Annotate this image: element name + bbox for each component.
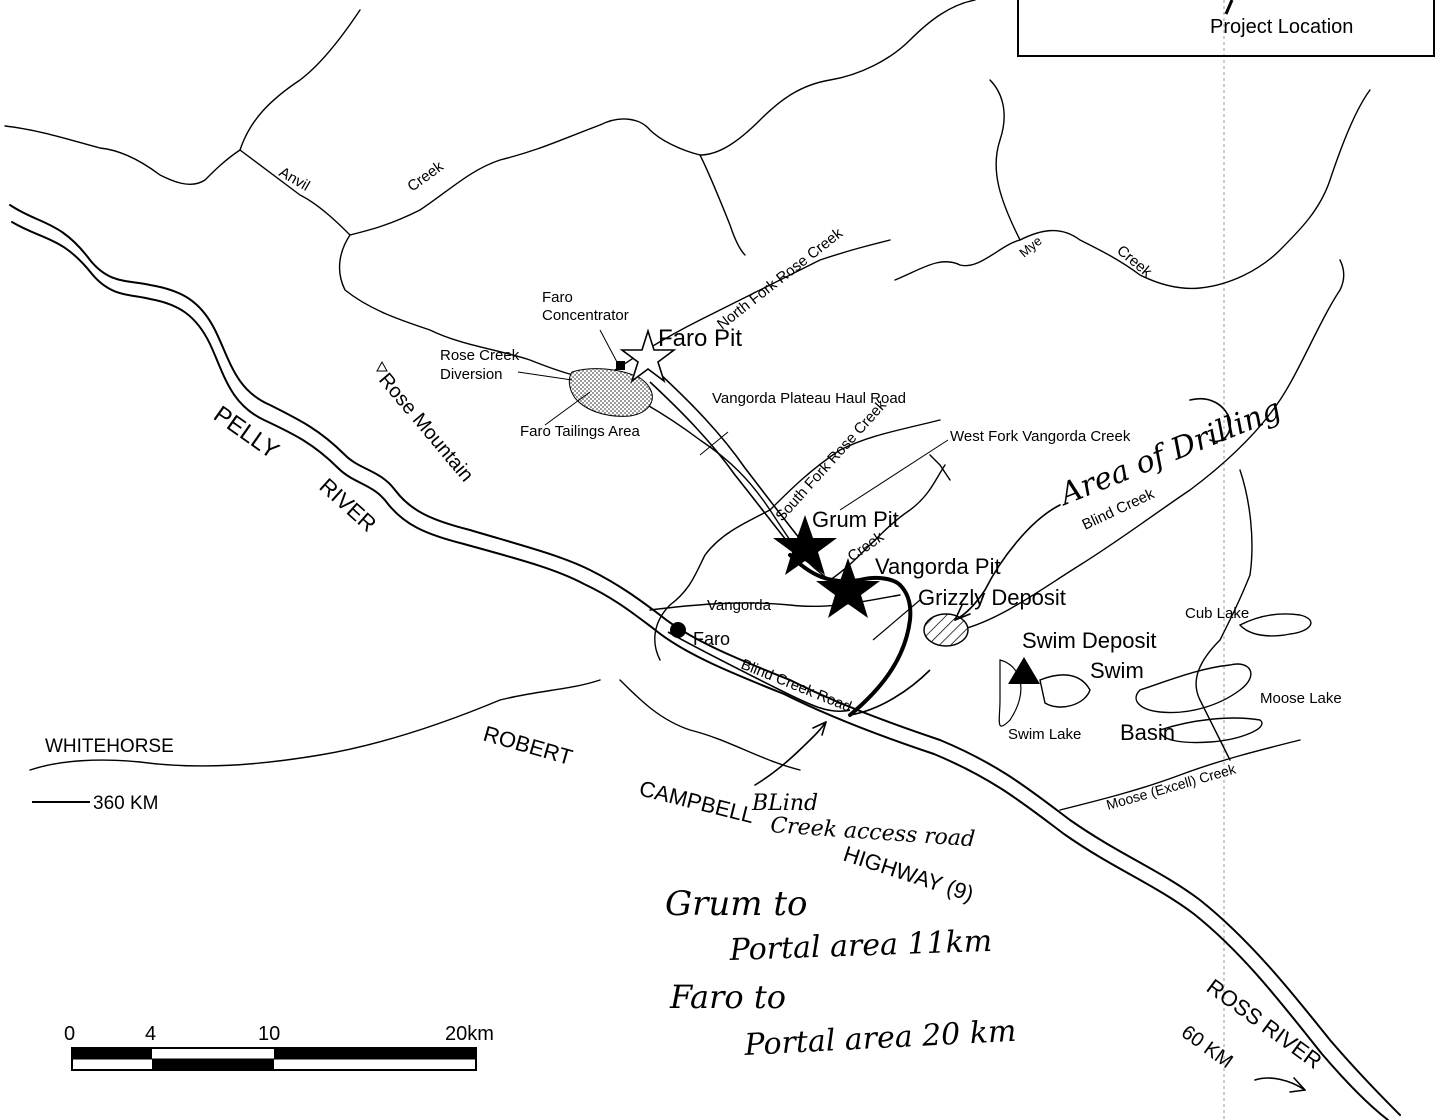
label-moose-lake: Moose Lake bbox=[1260, 690, 1342, 707]
note-area-of-drilling: Area of Drilling bbox=[1052, 392, 1286, 514]
label-blind-creek-road: Blind Creek Road bbox=[739, 656, 854, 716]
faro-concentrator-icon bbox=[616, 361, 625, 370]
ross-river-arrow bbox=[1254, 1077, 1306, 1093]
swim-deposit-triangle-icon bbox=[1008, 657, 1040, 684]
label-ross-river-distance: 60 KM bbox=[1177, 1021, 1237, 1073]
label-south-fork-rose-creek: South Fork Rose Creek bbox=[772, 396, 890, 524]
project-location-inset: Project Location bbox=[1017, 0, 1435, 57]
label-faro-concentrator-1: Faro bbox=[542, 289, 573, 306]
label-grizzly-deposit: Grizzly Deposit bbox=[918, 585, 1066, 610]
label-rose-mountain: Rose Mountain bbox=[374, 369, 477, 486]
map-labels: Anvil Creek North Fork Rose Creek Mye Cr… bbox=[45, 158, 1342, 1074]
rose-mountain-triangle-icon bbox=[376, 360, 388, 372]
label-rose-creek-diversion-2: Diversion bbox=[440, 366, 503, 383]
scale-label-4: 4 bbox=[145, 1023, 156, 1045]
leader-lines bbox=[517, 329, 949, 641]
label-vangorda: Vangorda bbox=[707, 597, 772, 614]
label-faro-concentrator-2: Concentrator bbox=[542, 307, 629, 324]
symbols bbox=[376, 328, 1040, 684]
note-portal-20km: Portal area 20 km bbox=[743, 1014, 1018, 1063]
label-pelly: PELLY bbox=[209, 401, 284, 465]
label-grum-pit: Grum Pit bbox=[812, 507, 899, 532]
label-cub-lake: Cub Lake bbox=[1185, 605, 1249, 622]
label-basin: Basin bbox=[1120, 720, 1175, 745]
grum-pit-star-icon bbox=[773, 515, 837, 575]
label-rose-creek-diversion-1: Rose Creek bbox=[440, 347, 520, 364]
label-swim: Swim bbox=[1090, 658, 1144, 683]
note-blind: BLind bbox=[751, 791, 818, 816]
label-campbell: CAMPBELL bbox=[637, 776, 757, 829]
label-faro-tailings-area: Faro Tailings Area bbox=[520, 423, 640, 440]
haul-road bbox=[649, 373, 801, 546]
label-vangorda-pit: Vangorda Pit bbox=[875, 554, 1001, 579]
label-faro-town: Faro bbox=[693, 629, 730, 649]
faro-town-icon bbox=[670, 622, 686, 638]
lakes bbox=[998, 613, 1312, 744]
label-whitehorse: WHITEHORSE bbox=[45, 736, 174, 757]
pelly-river bbox=[9, 204, 1401, 1120]
label-moose-excell-creek: Moose (Excell) Creek bbox=[1104, 760, 1238, 813]
scale-bar: 0 4 10 20km bbox=[64, 1023, 494, 1071]
note-faro-to: Faro to bbox=[669, 978, 786, 1016]
label-river: RIVER bbox=[315, 473, 382, 537]
scale-label-10: 10 bbox=[258, 1023, 280, 1045]
label-haul-road: Vangorda Plateau Haul Road bbox=[712, 390, 906, 407]
label-anvil-creek: Creek bbox=[404, 158, 447, 196]
handwritten-arrows bbox=[754, 398, 1232, 786]
label-swim-deposit: Swim Deposit bbox=[1022, 628, 1156, 653]
label-west-fork-vangorda-creek: West Fork Vangorda Creek bbox=[950, 428, 1131, 445]
creek-network bbox=[4, 0, 1371, 811]
blind-creek-road bbox=[667, 553, 931, 717]
label-swim-lake: Swim Lake bbox=[1008, 726, 1081, 743]
scale-label-20km: 20km bbox=[445, 1023, 494, 1045]
note-grum-to: Grum to bbox=[665, 884, 808, 924]
label-faro-pit: Faro Pit bbox=[658, 325, 742, 352]
scale-label-0: 0 bbox=[64, 1023, 75, 1045]
note-creek-access-road: Creek access road bbox=[770, 813, 976, 852]
faro-pit-star-icon bbox=[619, 328, 677, 384]
label-robert: ROBERT bbox=[481, 721, 576, 770]
label-north-fork-rose-creek: North Fork Rose Creek bbox=[714, 225, 846, 334]
note-portal-11km: Portal area 11km bbox=[728, 924, 993, 968]
label-whitehorse-distance: 360 KM bbox=[93, 793, 158, 814]
inset-label: Project Location bbox=[1210, 16, 1353, 38]
label-mye: Mye bbox=[1016, 233, 1044, 260]
grizzly-deposit-symbol bbox=[923, 613, 969, 647]
vangorda-pit-star-icon bbox=[816, 558, 880, 618]
